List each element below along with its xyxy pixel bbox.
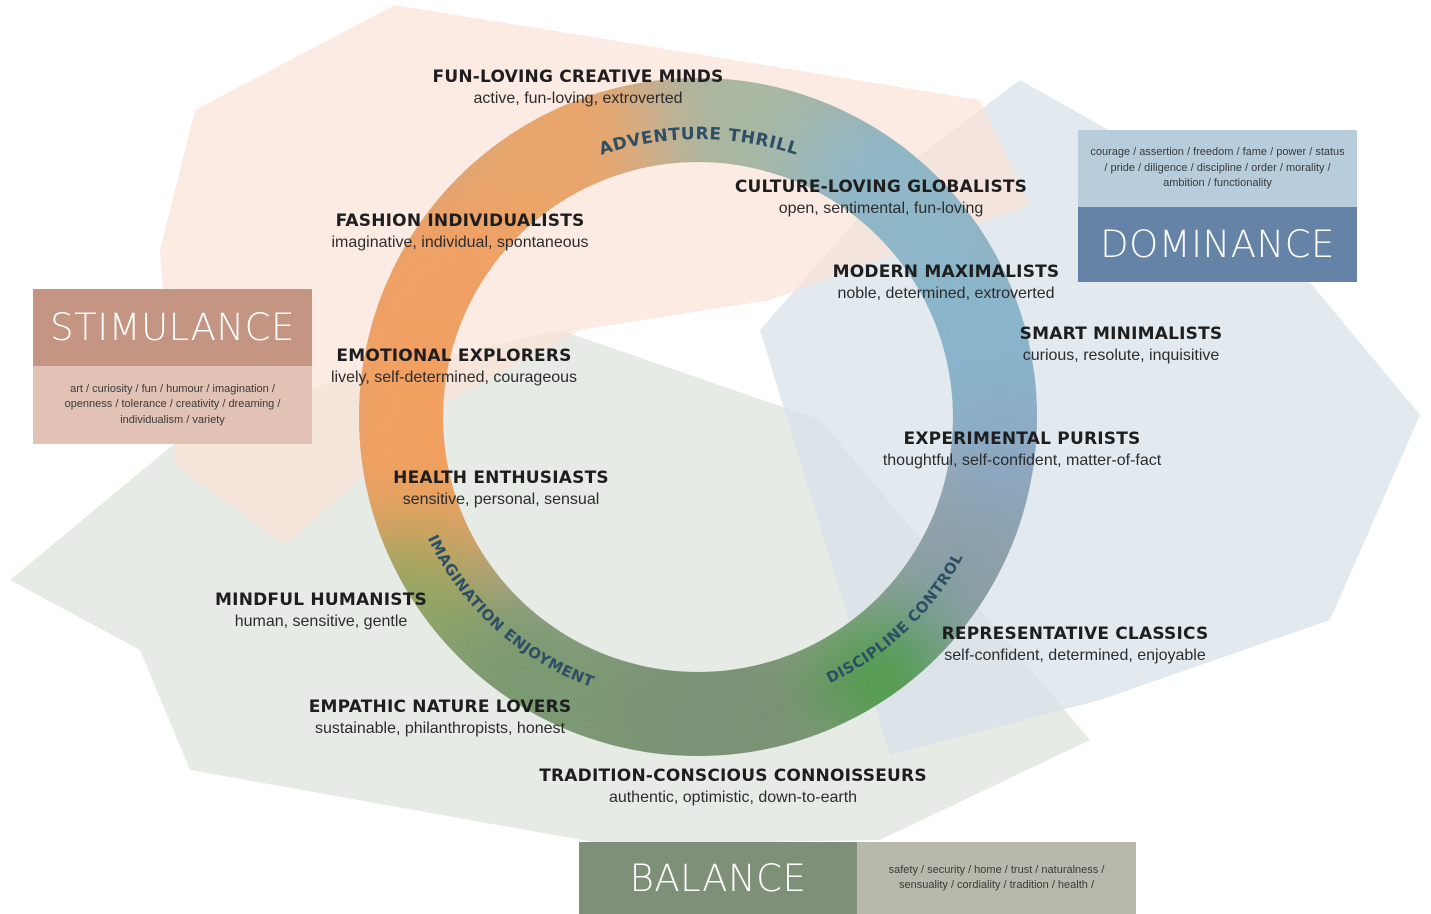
dominance-box: courage / assertion / freedom / fame / p…: [1078, 130, 1357, 282]
segment-traits: authentic, optimistic, down-to-earth: [608, 789, 858, 806]
segment-traits: active, fun-loving, extroverted: [473, 90, 683, 107]
segment-health-enthusiasts: HEALTH ENTHUSIASTS sensitive, personal, …: [393, 467, 609, 511]
dominance-title: DOMINANCE: [1078, 207, 1357, 282]
segment-name: TRADITION-CONSCIOUS CONNOISSEURS: [539, 766, 927, 786]
balance-title: BALANCE: [579, 842, 857, 914]
segment-fashion-individualists: FASHION INDIVIDUALISTS imaginative, indi…: [331, 210, 588, 254]
segment-traits: curious, resolute, inquisitive: [1022, 347, 1220, 364]
segment-name: MODERN MAXIMALISTS: [832, 262, 1060, 282]
stimulance-title: STIMULANCE: [33, 289, 312, 366]
segment-modern-maximalists: MODERN MAXIMALISTS noble, determined, ex…: [833, 261, 1060, 305]
segment-traits: imaginative, individual, spontaneous: [331, 234, 589, 251]
segment-empathic-nature-lovers: EMPATHIC NATURE LOVERS sustainable, phil…: [309, 696, 572, 740]
segment-traits: sustainable, philanthropists, honest: [315, 720, 565, 737]
segment-name: EMPATHIC NATURE LOVERS: [308, 697, 572, 717]
segment-name: EMOTIONAL EXPLORERS: [336, 346, 572, 366]
segment-name: SMART MINIMALISTS: [1019, 324, 1223, 344]
segment-name: CULTURE-LOVING GLOBALISTS: [734, 177, 1028, 197]
segment-name: MINDFUL HUMANISTS: [215, 590, 427, 610]
segment-tradition-conscious-connoisseurs: TRADITION-CONSCIOUS CONNOISSEURS authent…: [539, 765, 927, 809]
segment-name: HEALTH ENTHUSIASTS: [393, 468, 609, 488]
segment-name: EXPERIMENTAL PURISTS: [903, 429, 1141, 449]
segment-traits: thoughtful, self-confident, matter-of-fa…: [882, 452, 1162, 469]
segment-name: FUN-LOVING CREATIVE MINDS: [432, 67, 724, 87]
segment-traits: lively, self-determined, courageous: [330, 369, 578, 386]
segment-name: REPRESENTATIVE CLASSICS: [941, 624, 1209, 644]
segment-culture-loving-globalists: CULTURE-LOVING GLOBALISTS open, sentimen…: [735, 176, 1027, 220]
segment-traits: self-confident, determined, enjoyable: [944, 647, 1206, 664]
segment-smart-minimalists: SMART MINIMALISTS curious, resolute, inq…: [1020, 323, 1223, 367]
stimulance-keywords: art / curiosity / fun / humour / imagina…: [33, 366, 312, 444]
dominance-keywords: courage / assertion / freedom / fame / p…: [1078, 130, 1357, 207]
segment-mindful-humanists: MINDFUL HUMANISTS human, sensitive, gent…: [215, 589, 427, 633]
segment-traits: open, sentimental, fun-loving: [778, 200, 984, 217]
balance-box: BALANCE safety / security / home / trust…: [579, 842, 1136, 914]
segment-traits: human, sensitive, gentle: [234, 613, 408, 630]
segment-traits: noble, determined, extroverted: [837, 285, 1055, 302]
segment-name: FASHION INDIVIDUALISTS: [335, 211, 585, 231]
segment-fun-loving-creative-minds: FUN-LOVING CREATIVE MINDS active, fun-lo…: [433, 66, 724, 110]
stimulance-box: STIMULANCE art / curiosity / fun / humou…: [33, 289, 312, 444]
segment-representative-classics: REPRESENTATIVE CLASSICS self-confident, …: [942, 623, 1209, 667]
segment-traits: sensitive, personal, sensual: [402, 491, 600, 508]
segment-experimental-purists: EXPERIMENTAL PURISTS thoughtful, self-co…: [883, 428, 1161, 472]
balance-keywords: safety / security / home / trust / natur…: [857, 842, 1136, 914]
segment-emotional-explorers: EMOTIONAL EXPLORERS lively, self-determi…: [331, 345, 577, 389]
